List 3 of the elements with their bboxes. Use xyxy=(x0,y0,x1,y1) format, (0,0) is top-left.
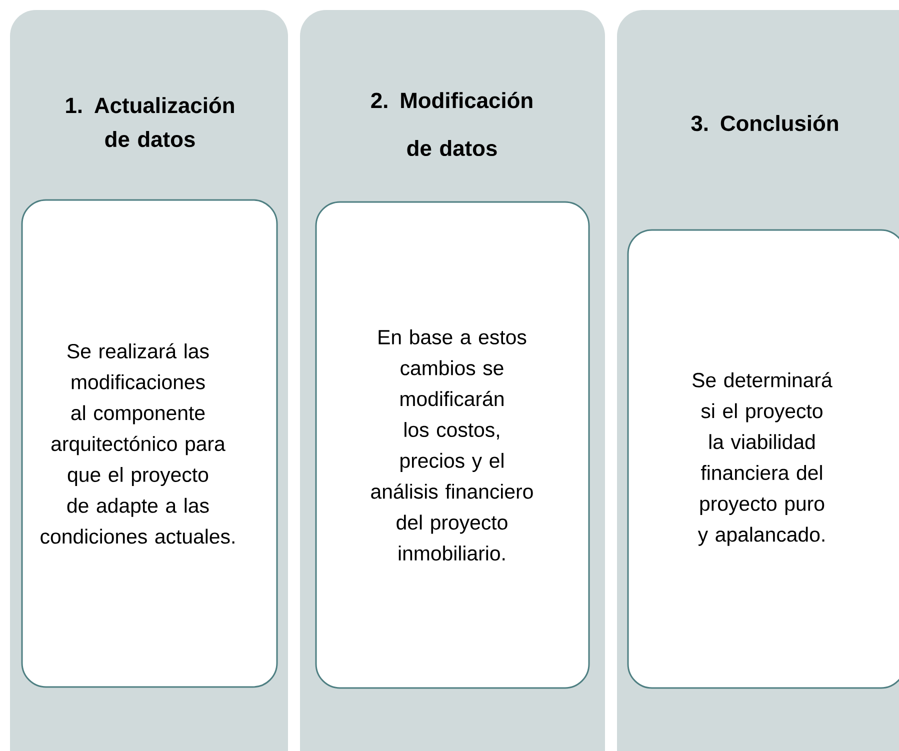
text-box: Se determinará si el proyecto la viabilidad financiera del proyecto puro y apalancado. xyxy=(627,229,899,689)
text-box: En base a estos cambios se modificarán los costos, precios y el análisis financiero del proyecto inmobiliario. xyxy=(315,201,590,689)
text-box: Se realizará las modificaciones al componente arquitectónico para que el proyecto de adapte a las condiciones actuales. xyxy=(21,199,278,688)
